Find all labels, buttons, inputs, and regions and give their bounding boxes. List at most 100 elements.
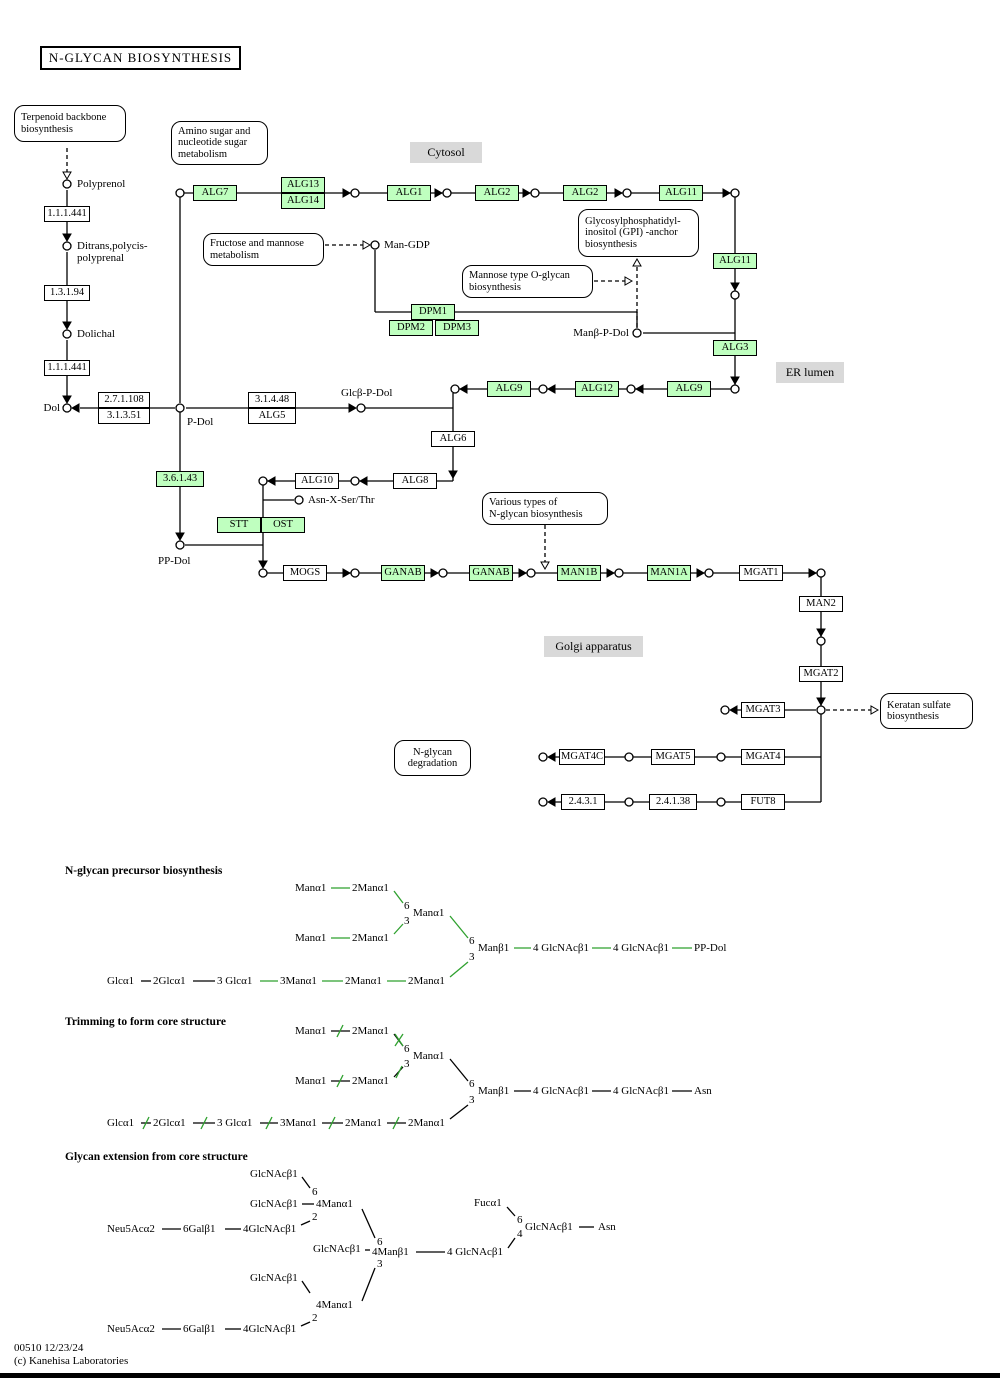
enzyme-box-alg13[interactable]: ALG13: [281, 177, 325, 193]
compound-circle[interactable]: [350, 568, 360, 578]
enzyme-box-2-4-3-1[interactable]: 2.4.3.1: [561, 794, 605, 810]
enzyme-box-man2[interactable]: MAN2: [799, 596, 843, 612]
compound-circle[interactable]: [716, 797, 726, 807]
compound-circle[interactable]: [258, 568, 268, 578]
pathway-link-various-types-of-n-glycan-biosynthesis[interactable]: Various types of N-glycan biosynthesis: [482, 492, 608, 525]
enzyme-box-man1a[interactable]: MAN1A: [647, 565, 691, 581]
enzyme-box-alg8[interactable]: ALG8: [393, 473, 437, 489]
enzyme-box-mgat5[interactable]: MGAT5: [651, 749, 695, 765]
enzyme-box-mgat2[interactable]: MGAT2: [799, 666, 843, 682]
compound-circle[interactable]: [526, 568, 536, 578]
compound-circle[interactable]: [175, 188, 185, 198]
compound-circle[interactable]: [62, 329, 72, 339]
glycan-residue-label: 6: [404, 1043, 410, 1055]
enzyme-box-alg9[interactable]: ALG9: [487, 381, 531, 397]
enzyme-box-alg6[interactable]: ALG6: [431, 431, 475, 447]
enzyme-box-alg2[interactable]: ALG2: [475, 185, 519, 201]
enzyme-box-ganab[interactable]: GANAB: [381, 565, 425, 581]
enzyme-box-ost[interactable]: OST: [261, 517, 305, 533]
enzyme-box-mgat4[interactable]: MGAT4: [741, 749, 785, 765]
arrowhead-right: [696, 568, 706, 578]
enzyme-box-dpm1[interactable]: DPM1: [411, 304, 455, 320]
compound-circle[interactable]: [816, 568, 826, 578]
compound-circle[interactable]: [632, 328, 642, 338]
bottom-border: [0, 1373, 1000, 1378]
enzyme-box-3-1-4-48[interactable]: 3.1.4.48: [248, 392, 296, 408]
enzyme-box-1-1-1-441[interactable]: 1.1.1.441: [44, 360, 90, 376]
compound-circle[interactable]: [720, 705, 730, 715]
enzyme-box-stt[interactable]: STT: [217, 517, 261, 533]
pathway-link-keratan-sulfate-biosynthesis[interactable]: Keratan sulfate biosynthesis: [880, 693, 973, 729]
enzyme-box-ganab[interactable]: GANAB: [469, 565, 513, 581]
glycan-residue-label: 6: [312, 1186, 318, 1198]
edge-line: [142, 1116, 150, 1130]
enzyme-box-1-1-1-441[interactable]: 1.1.1.441: [44, 206, 90, 222]
compound-circle[interactable]: [816, 705, 826, 715]
compound-circle[interactable]: [816, 636, 826, 646]
compound-circle[interactable]: [704, 568, 714, 578]
enzyme-box-dpm2[interactable]: DPM2: [389, 320, 433, 336]
compound-circle[interactable]: [538, 752, 548, 762]
enzyme-box-alg9[interactable]: ALG9: [667, 381, 711, 397]
compound-circle[interactable]: [350, 476, 360, 486]
compound-circle[interactable]: [538, 384, 548, 394]
compound-circle[interactable]: [294, 495, 304, 505]
compound-circle[interactable]: [730, 290, 740, 300]
enzyme-box-alg12[interactable]: ALG12: [575, 381, 619, 397]
pathway-link-n-glycan-degradation[interactable]: N-glycan degradation: [394, 740, 471, 776]
compound-circle[interactable]: [730, 384, 740, 394]
enzyme-box-alg2[interactable]: ALG2: [563, 185, 607, 201]
enzyme-box-alg7[interactable]: ALG7: [193, 185, 237, 201]
enzyme-box-dpm3[interactable]: DPM3: [435, 320, 479, 336]
compound-circle[interactable]: [730, 188, 740, 198]
enzyme-box-alg1[interactable]: ALG1: [387, 185, 431, 201]
compound-circle[interactable]: [175, 540, 185, 550]
enzyme-box-3-1-3-51[interactable]: 3.1.3.51: [98, 408, 150, 424]
enzyme-box-alg10[interactable]: ALG10: [295, 473, 339, 489]
compound-circle[interactable]: [530, 188, 540, 198]
enzyme-box-alg3[interactable]: ALG3: [713, 340, 757, 356]
enzyme-box-mgat3[interactable]: MGAT3: [741, 702, 785, 718]
enzyme-box-alg11[interactable]: ALG11: [713, 253, 757, 269]
enzyme-box-mgat1[interactable]: MGAT1: [739, 565, 783, 581]
compound-circle[interactable]: [614, 568, 624, 578]
compound-circle[interactable]: [350, 188, 360, 198]
compound-circle[interactable]: [175, 403, 185, 413]
compound-circle[interactable]: [438, 568, 448, 578]
enzyme-box-mgat4c[interactable]: MGAT4C: [559, 749, 605, 765]
compound-circle[interactable]: [622, 188, 632, 198]
enzyme-box-fut8[interactable]: FUT8: [741, 794, 785, 810]
compound-circle[interactable]: [62, 179, 72, 189]
edge-line: [507, 1237, 516, 1249]
pathway-link-fructose-and-mannose-metabolism[interactable]: Fructose and mannose metabolism: [203, 233, 324, 266]
compound-circle[interactable]: [62, 403, 72, 413]
enzyme-box-alg11[interactable]: ALG11: [659, 185, 703, 201]
pathway-link-gpi-anchor-biosynthesis[interactable]: Glycosylphosphatidyl- inositol (GPI) -an…: [578, 209, 699, 257]
glycan-residue-label: 4 GlcNAcβ1: [613, 942, 669, 954]
enzyme-box-alg14[interactable]: ALG14: [281, 193, 325, 209]
compound-circle[interactable]: [538, 797, 548, 807]
pathway-link-amino-sugar-nucleotide-sugar-metabolism[interactable]: Amino sugar and nucleotide sugar metabol…: [171, 121, 268, 165]
pathway-link-terpenoid-backbone-biosynthesis[interactable]: Terpenoid backbone biosynthesis: [14, 105, 126, 142]
enzyme-box-alg5[interactable]: ALG5: [248, 408, 296, 424]
glycan-residue-label: 2Manα1: [352, 1075, 389, 1087]
glycan-residue-label: 3Manα1: [280, 975, 317, 987]
compound-circle[interactable]: [62, 241, 72, 251]
compound-circle[interactable]: [450, 384, 460, 394]
enzyme-box-mogs[interactable]: MOGS: [283, 565, 327, 581]
compound-circle[interactable]: [624, 752, 634, 762]
glycan-residue-label: 2Manα1: [352, 932, 389, 944]
compound-circle[interactable]: [356, 403, 366, 413]
enzyme-box-1-3-1-94[interactable]: 1.3.1.94: [44, 285, 90, 301]
compound-circle[interactable]: [624, 797, 634, 807]
pathway-link-mannose-type-o-glycan-biosynthesis[interactable]: Mannose type O-glycan biosynthesis: [462, 265, 593, 298]
compound-circle[interactable]: [258, 476, 268, 486]
enzyme-box-2-4-1-38[interactable]: 2.4.1.38: [649, 794, 697, 810]
enzyme-box-man1b[interactable]: MAN1B: [557, 565, 601, 581]
compound-circle[interactable]: [370, 240, 380, 250]
enzyme-box-2-7-1-108[interactable]: 2.7.1.108: [98, 392, 150, 408]
compound-circle[interactable]: [716, 752, 726, 762]
enzyme-box-3-6-1-43[interactable]: 3.6.1.43: [156, 471, 204, 487]
compound-circle[interactable]: [442, 188, 452, 198]
compound-circle[interactable]: [626, 384, 636, 394]
